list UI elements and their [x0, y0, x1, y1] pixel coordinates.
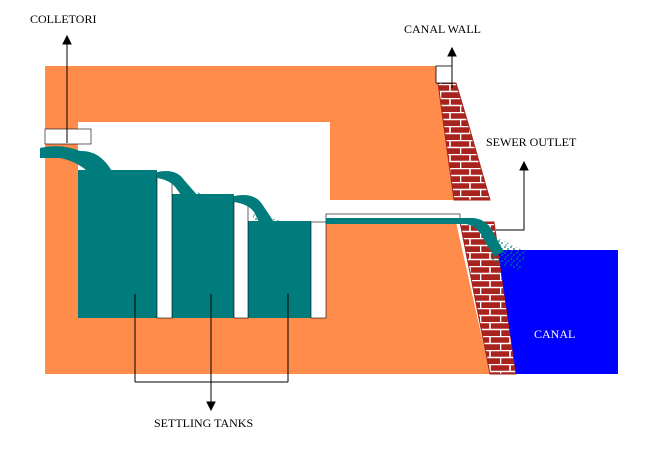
settling-tanks-pointer [134, 294, 289, 412]
sewer-outlet-pointer [496, 160, 529, 231]
ground-block [45, 66, 490, 200]
inlet-spray [88, 172, 126, 196]
baffle-wall-1 [156, 173, 173, 319]
canal-wall-label: CANAL WALL [404, 22, 481, 36]
cascade-2-spray [252, 214, 288, 238]
sewer-outlet-label: SEWER OUTLET [486, 135, 577, 149]
ground-block-lower [45, 143, 490, 374]
settling-tanks-label: SETTLING TANKS [154, 416, 253, 430]
settling-tank-3 [248, 221, 311, 318]
inlet-pipe [44, 128, 92, 145]
colletori-pointer [62, 34, 72, 143]
canal-wall-cap [435, 65, 453, 84]
baffle-wall-3 [310, 221, 327, 319]
canal-label: CANAL [534, 327, 575, 341]
colletori-label: COLLETORI [30, 12, 96, 26]
settling-tank-2 [172, 194, 234, 318]
outlet-flow [326, 218, 504, 256]
cascade-1-spray [176, 186, 210, 210]
baffle-wall-2 [233, 196, 249, 319]
canal-water [498, 250, 618, 374]
outlet-spray [486, 232, 526, 270]
canal-wall-pointer [447, 46, 457, 88]
canal-wall [437, 82, 491, 201]
